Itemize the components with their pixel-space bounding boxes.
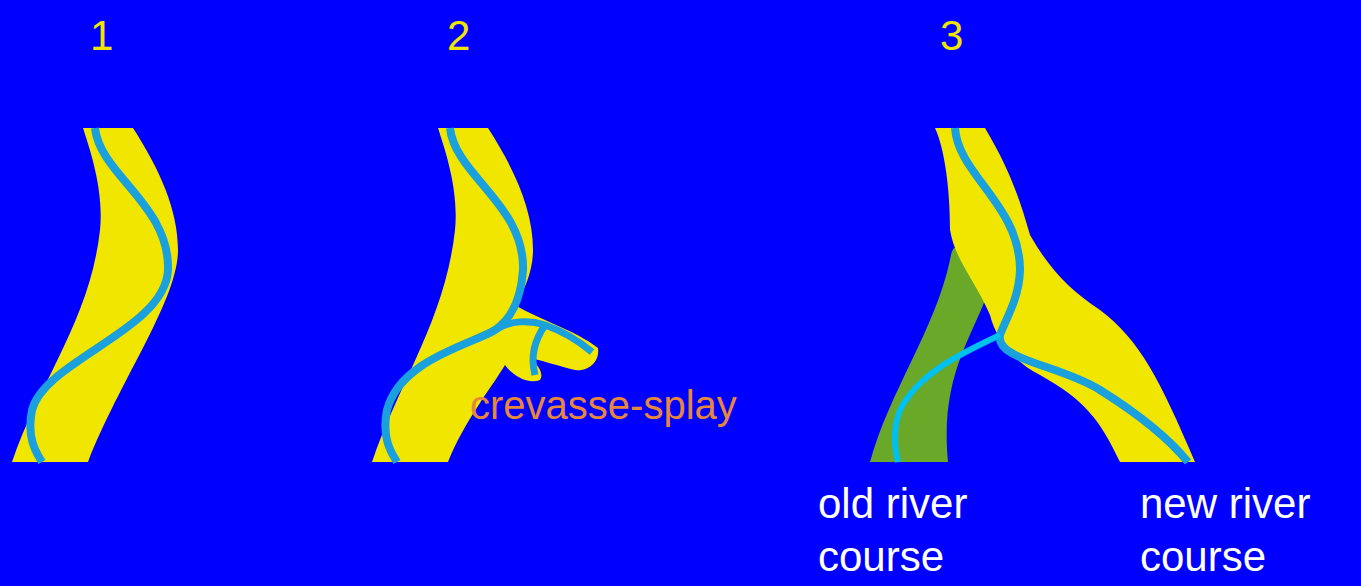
stage-number: 2 — [447, 10, 507, 63]
stage-3-belt — [870, 128, 1195, 462]
course-label: new river course — [1140, 478, 1350, 583]
stage-number: 1 — [90, 10, 150, 63]
stage-number: 3 — [940, 10, 1000, 63]
course-label: old river course — [818, 478, 1018, 583]
stage-1-belt — [12, 128, 178, 462]
feature-label: crevasse-splay — [470, 380, 830, 430]
